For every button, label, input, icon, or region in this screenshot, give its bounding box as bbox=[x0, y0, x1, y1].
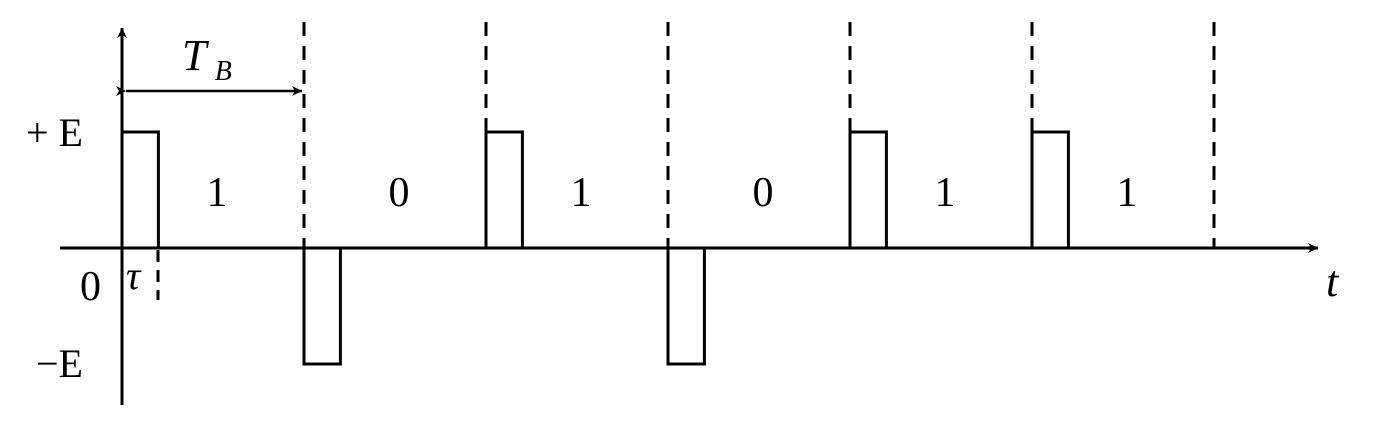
time-axis-label: t bbox=[1326, 257, 1340, 306]
negative-pulse bbox=[666, 246, 706, 366]
bit-label: 0 bbox=[389, 170, 410, 216]
negative-level-label: −E bbox=[36, 341, 83, 386]
bit-label: 0 bbox=[753, 170, 774, 216]
bit-label: 1 bbox=[935, 170, 956, 216]
positive-pulse bbox=[1030, 130, 1070, 250]
bit-label: 1 bbox=[1117, 170, 1138, 216]
origin-label: 0 bbox=[80, 264, 101, 310]
bit-label: 1 bbox=[207, 170, 228, 216]
positive-level-label: + E bbox=[26, 110, 83, 155]
period-label-main: T bbox=[182, 31, 210, 80]
bit-label: 1 bbox=[571, 170, 592, 216]
bit-boundaries bbox=[302, 22, 1216, 248]
period-label: T B bbox=[182, 31, 232, 87]
positive-pulse bbox=[120, 130, 160, 250]
period-label-subscript: B bbox=[215, 56, 232, 87]
pulse-width-label: τ bbox=[126, 253, 142, 298]
positive-pulse bbox=[848, 130, 888, 250]
negative-pulse bbox=[302, 246, 342, 366]
pulse-train bbox=[120, 130, 1070, 366]
positive-pulse bbox=[484, 130, 524, 250]
bit-labels: 1 0 1 0 1 1 bbox=[207, 170, 1138, 216]
